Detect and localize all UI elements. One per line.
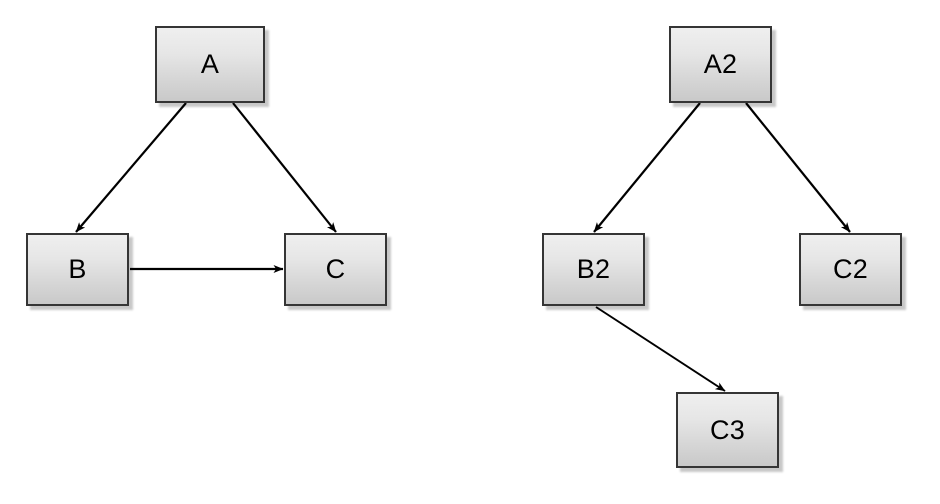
node-a-label: A (200, 49, 220, 79)
node-c2-label: C2 (833, 254, 868, 284)
node-c3[interactable]: C3 (676, 392, 779, 468)
edge-a2-to-b2 (593, 102, 701, 233)
node-b2-label: B2 (576, 254, 611, 284)
edge-a-to-b (75, 102, 187, 233)
edge-b2-to-c3 (595, 306, 726, 392)
node-b-label: B (68, 254, 87, 284)
node-a2-label: A2 (703, 49, 738, 79)
node-a[interactable]: A (155, 26, 265, 103)
edge-a2-to-c2 (745, 102, 851, 233)
edge-a-to-c (232, 102, 337, 233)
node-a2[interactable]: A2 (669, 26, 772, 103)
node-b[interactable]: B (26, 233, 129, 306)
node-c[interactable]: C (284, 233, 387, 306)
node-c2[interactable]: C2 (799, 233, 902, 306)
node-c-label: C (325, 254, 346, 284)
node-b2[interactable]: B2 (542, 233, 645, 306)
node-c3-label: C3 (710, 414, 745, 445)
